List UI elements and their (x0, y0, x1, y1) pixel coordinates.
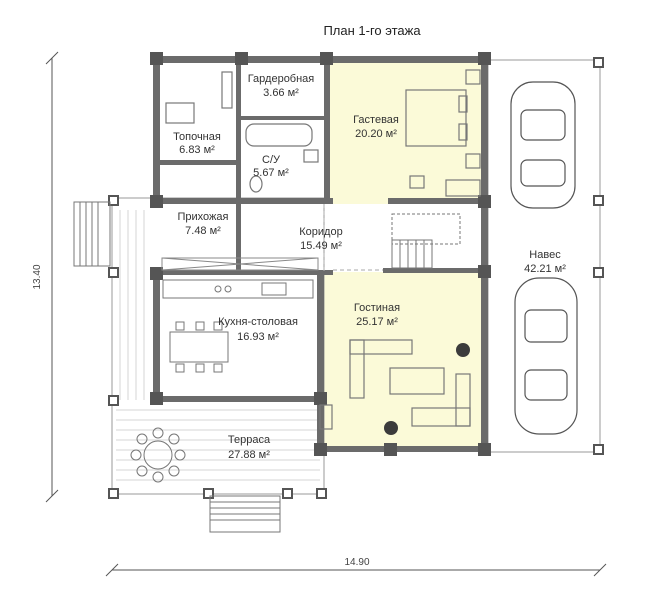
room-label-terrasa: Терраса 27.88 м² (228, 434, 271, 461)
svg-text:15.49 м²: 15.49 м² (300, 240, 342, 252)
svg-text:Топочная: Топочная (173, 131, 221, 143)
outer-posts (108, 57, 604, 499)
room-label-gostinaya: Гостиная 25.17 м² (354, 302, 400, 328)
svg-text:42.21 м²: 42.21 м² (524, 263, 566, 275)
svg-text:3.66 м²: 3.66 м² (263, 87, 299, 99)
svg-text:Гостиная: Гостиная (354, 302, 400, 314)
zone-lines (323, 204, 383, 272)
terrace-deck (116, 210, 320, 481)
svg-text:16.93 м²: 16.93 м² (237, 331, 279, 343)
room-label-kuhnya: Кухня-столовая 16.93 м² (218, 316, 298, 343)
entry-steps-left (73, 201, 111, 267)
entry-steps-bottom (209, 495, 281, 533)
dimension-lines (45, 51, 607, 577)
svg-text:Прихожая: Прихожая (178, 211, 229, 223)
kitchen-counter (162, 279, 314, 299)
dimension-height: 13.40 (32, 264, 43, 289)
svg-text:Гардеробная: Гардеробная (248, 73, 315, 85)
staircase (391, 213, 461, 269)
svg-text:7.48 м²: 7.48 м² (185, 225, 221, 237)
terrace-table (130, 427, 186, 483)
svg-text:Коридор: Коридор (299, 226, 342, 238)
svg-text:С/У: С/У (262, 154, 281, 166)
plants (384, 343, 470, 435)
room-label-koridor: Коридор 15.49 м² (299, 226, 342, 252)
dining-table (169, 321, 229, 373)
room-label-gostevaya: Гастевая 20.20 м² (353, 114, 399, 140)
room-label-naves: Навес 42.21 м² (524, 249, 566, 275)
svg-text:25.17 м²: 25.17 м² (356, 316, 398, 328)
room-label-prihozhaya: Прихожая 7.48 м² (178, 211, 229, 237)
living-furniture (319, 339, 471, 430)
closets (161, 257, 319, 271)
room-label-garderobnaya: Гардеробная 3.66 м² (248, 73, 315, 99)
bedroom-furniture (405, 69, 481, 197)
svg-text:27.88 м²: 27.88 м² (228, 449, 270, 461)
svg-text:6.83 м²: 6.83 м² (179, 144, 215, 156)
svg-text:20.20 м²: 20.20 м² (355, 128, 397, 140)
car-top (510, 81, 576, 209)
plan-title: План 1-го этажа (323, 23, 421, 38)
dimension-width: 14.90 (344, 557, 369, 568)
svg-text:Гастевая: Гастевая (353, 114, 399, 126)
room-fill-gostinaya (324, 272, 484, 452)
bathroom-fixtures (165, 71, 319, 193)
room-label-su: С/У 5.67 м² (253, 154, 289, 179)
room-fill-gostevaya (324, 58, 484, 204)
car-bottom (514, 277, 578, 435)
wall-posts (150, 52, 491, 456)
svg-text:Навес: Навес (529, 249, 561, 261)
room-label-topochnaya: Топочная 6.83 м² (173, 131, 221, 156)
svg-text:Терраса: Терраса (228, 434, 271, 446)
svg-text:5.67 м²: 5.67 м² (253, 167, 289, 179)
svg-text:Кухня-столовая: Кухня-столовая (218, 316, 298, 328)
